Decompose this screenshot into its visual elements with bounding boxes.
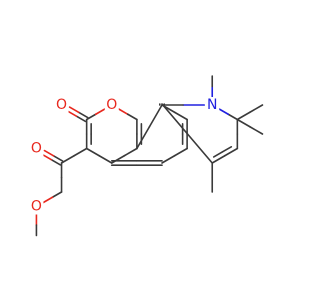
bond-a6-a1 [85, 147, 101, 157]
bond-a2-a21-a [68, 106, 80, 114]
bond-a14-a15 [227, 113, 239, 121]
atom-a21: O [54, 97, 69, 113]
bond-a2-a21-b [75, 115, 87, 123]
bond-a22-a25 [51, 191, 63, 199]
bond-a2-a21-b [66, 110, 78, 117]
bond-a14-a17 [236, 111, 251, 121]
bond-a22-a25 [42, 196, 54, 204]
bond-a10-a5 [148, 104, 163, 128]
nitrogen-label: N [207, 97, 217, 113]
bond-a11-a12 [161, 103, 188, 135]
bond-a14-a18 [236, 118, 251, 128]
bond-a1-a20 [60, 154, 75, 164]
bond-a3-a4 [126, 113, 138, 121]
background [0, 0, 300, 300]
bond-a12-a13 [211, 154, 226, 164]
bond-a14-a15 [218, 108, 230, 116]
bond-a20-a23-a [43, 149, 55, 157]
bond-a14-a18 [249, 125, 264, 135]
bond-a5-a6 [110, 154, 126, 164]
bond-a12-a13-inner [221, 145, 233, 153]
bond-a2-a21-a [77, 111, 89, 119]
bond-a5-a6 [123, 147, 138, 157]
ring-oxygen-label: O [106, 97, 117, 113]
molecule-structure: O N O O O [0, 0, 300, 300]
bond-a14-a17 [249, 104, 264, 114]
ether-oxygen-label: O [31, 199, 42, 215]
bond-a20-a23-b [50, 158, 62, 166]
lactone-carbonyl-oxygen-label: O [56, 97, 67, 113]
bond-a3-a4 [117, 108, 129, 116]
atom-a3: O [104, 97, 119, 113]
atom-a15: N [205, 97, 220, 113]
bond-a12-a13 [223, 147, 239, 157]
bond-a6-a1 [98, 154, 113, 164]
bond-a2-a3 [94, 108, 106, 116]
bond-a7-a8 [161, 154, 176, 164]
atom-a23: O [29, 140, 44, 157]
bond-a1-a20 [73, 147, 88, 157]
bond-a9-a10 [173, 111, 188, 121]
atom-label-layer: O N O O O [29, 97, 220, 215]
bond-a12-a13-inner [212, 151, 224, 158]
atom-a25: O [29, 198, 44, 215]
molecule-canvas: O N O O O [0, 0, 300, 300]
bond-a2-a3 [85, 113, 97, 121]
bond-layer [35, 75, 264, 237]
ketone-oxygen-label: O [31, 141, 42, 157]
bond-a11-a12 [186, 132, 214, 164]
bond-a20-a23-a [52, 155, 64, 162]
bond-a20-a23-b [41, 153, 53, 161]
bond-a7-a8 [173, 147, 188, 157]
bond-a10-a5 [136, 125, 151, 150]
